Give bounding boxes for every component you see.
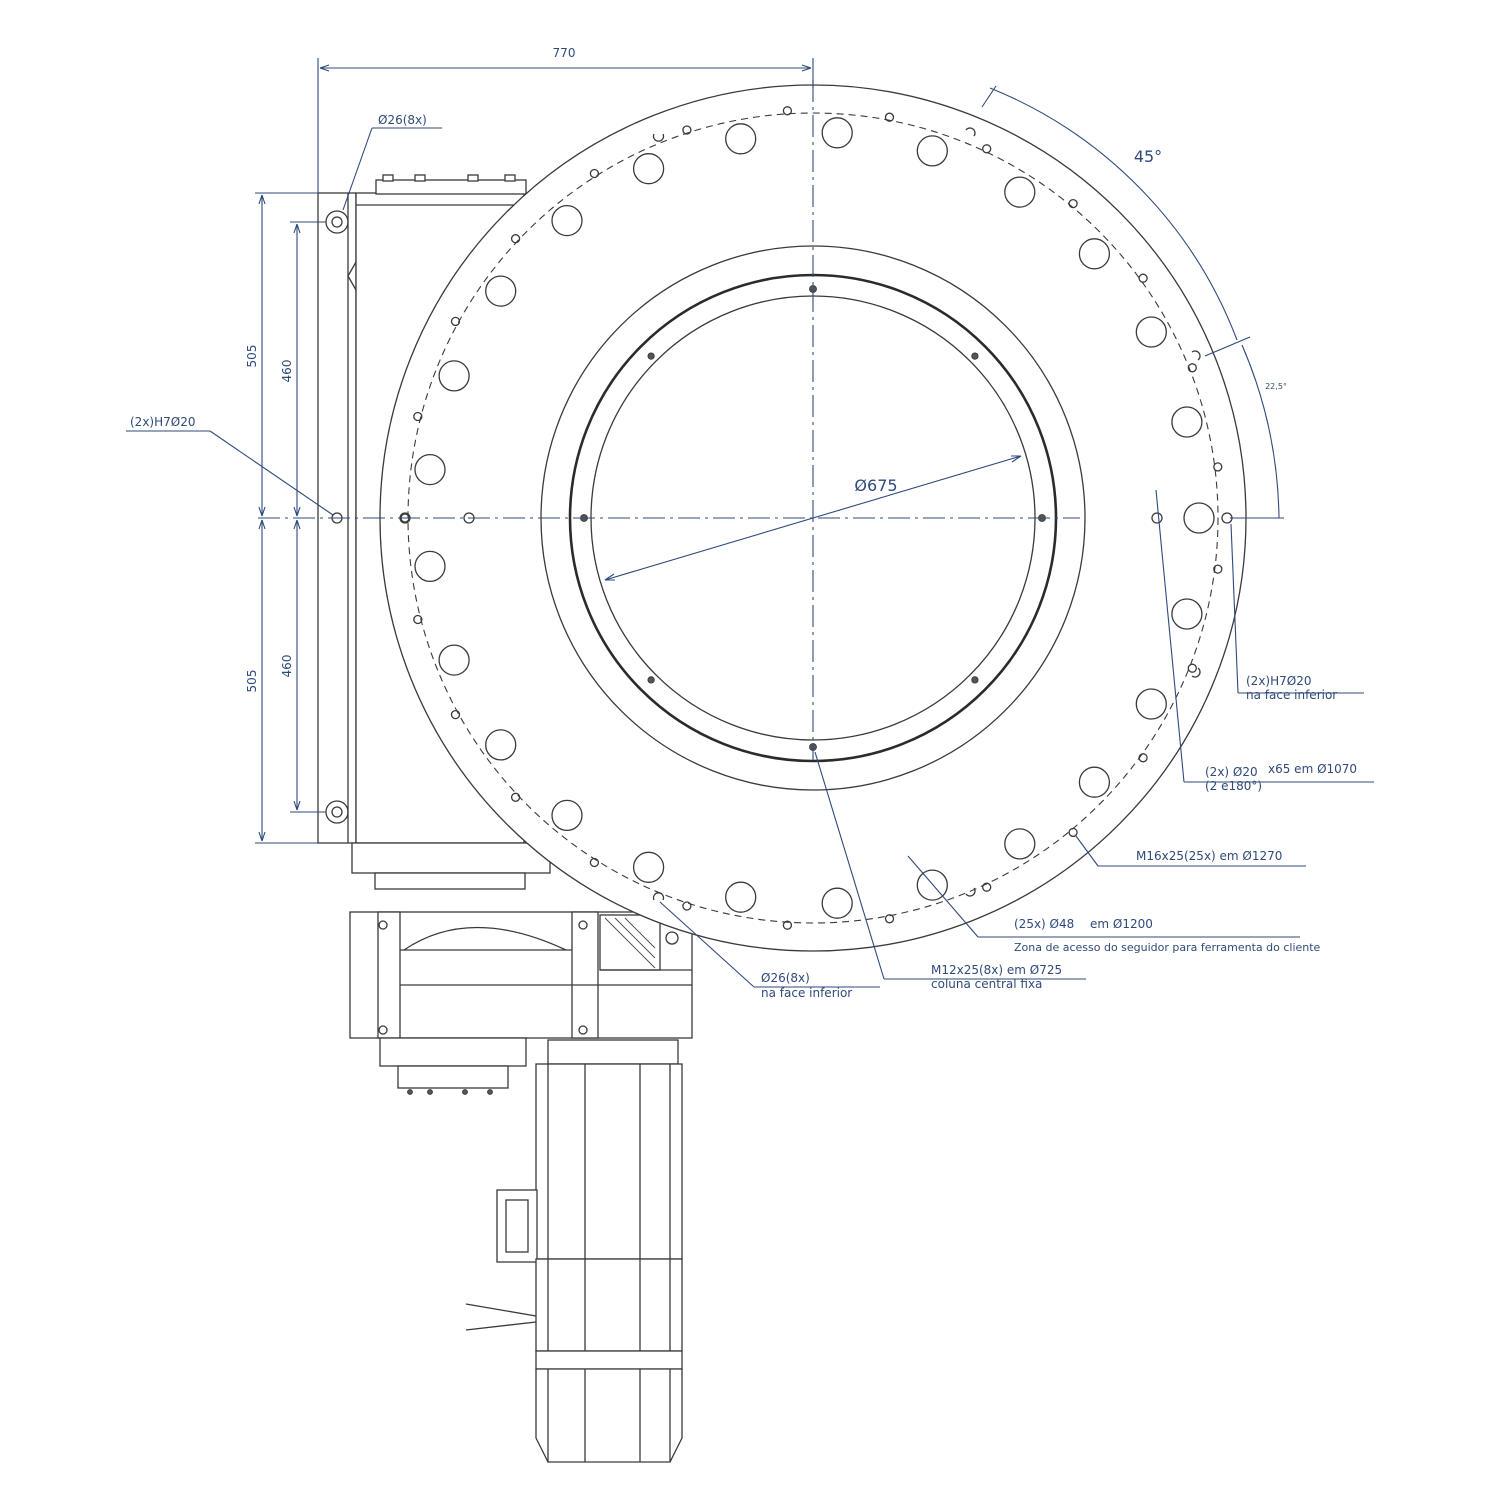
callout-holes-large-circle: em Ø1200 (1090, 917, 1153, 931)
threaded-hole (510, 234, 521, 244)
threaded-hole (982, 882, 992, 892)
large-hole (725, 881, 757, 913)
callout-holes-large: (25x) Ø48 (1014, 917, 1074, 931)
motor (465, 1039, 683, 1463)
callout-pin-right-1: (2x)H7Ø20 (1246, 674, 1311, 688)
large-hole (414, 453, 446, 486)
callout-pin-right-2: na face inferior (1246, 688, 1337, 702)
inner-threaded-hole (971, 676, 979, 684)
threaded-hole (413, 411, 423, 422)
large-hole (1171, 406, 1203, 438)
inner-holes (647, 352, 979, 684)
threaded-hole (1187, 363, 1197, 373)
threaded-hole (1213, 564, 1223, 574)
large-hole (632, 851, 665, 883)
inner-threaded-hole (647, 676, 655, 684)
large-hole (916, 135, 948, 167)
callout-thread-center-1: M12x25(8x) em Ø725 (931, 963, 1062, 977)
threaded-hole (450, 709, 461, 720)
large-hole (821, 117, 853, 149)
threaded-hole (1068, 198, 1078, 209)
dim-width-top: 770 (553, 46, 576, 60)
callout-mount-holes-bottom-2: na face inferior (761, 986, 852, 1000)
threaded-hole (682, 901, 692, 911)
gearbox (349, 842, 693, 1095)
threaded-hole (413, 614, 423, 625)
large-hole (1004, 176, 1036, 208)
threaded-hole (982, 144, 992, 154)
callout-access-zone: Zona de acesso do seguidor para ferramen… (1014, 941, 1321, 954)
callout-bolt-circle-inner: x65 em Ø1070 (1268, 762, 1357, 776)
callout-pin-mid-1: (2x) Ø20 (1205, 765, 1258, 779)
threaded-hole (782, 920, 793, 930)
callout-thread-center-2: coluna central fixa (931, 977, 1042, 991)
dim-bore-diameter: Ø675 (854, 476, 897, 495)
large-hole (1135, 688, 1167, 720)
dim-height-lower-inner: 460 (280, 655, 294, 678)
callout-pin-left: (2x)H7Ø20 (130, 415, 195, 429)
outer-large-holes (414, 117, 1215, 919)
large-hole (632, 153, 665, 185)
outer-small-holes (400, 106, 1223, 930)
large-hole (438, 644, 470, 676)
threaded-hole (884, 112, 895, 122)
dimensions: 770 505 505 460 460 Ø675 45° 22,5° (245, 46, 1287, 844)
threaded-hole (1213, 462, 1223, 472)
callout-mount-holes-bottom-1: Ø26(8x) (761, 971, 810, 985)
dim-height-upper-inner: 460 (280, 360, 294, 383)
large-hole (821, 887, 853, 919)
threaded-hole (1068, 827, 1078, 838)
threaded-hole (1138, 273, 1148, 283)
inner-threaded-hole (971, 352, 979, 360)
callout-mount-holes-top: Ø26(8x) (378, 113, 427, 127)
large-hole (414, 550, 446, 583)
callout-thread-outer: M16x25(25x) em Ø1270 (1136, 849, 1282, 863)
large-hole (1135, 316, 1167, 348)
dim-angle-small: 22,5° (1265, 382, 1287, 391)
center-lines (258, 80, 1080, 760)
threaded-hole (884, 914, 895, 924)
large-hole (551, 799, 583, 832)
dim-angle-main: 45° (1134, 147, 1162, 166)
threaded-hole (1187, 663, 1197, 673)
large-hole (1004, 828, 1036, 860)
threaded-hole (510, 792, 521, 802)
threaded-hole (589, 168, 600, 179)
callout-pin-mid-2: (2 e180°) (1205, 779, 1262, 793)
threaded-hole (1138, 753, 1148, 763)
dim-height-lower-outer: 505 (245, 670, 259, 693)
large-hole (1078, 238, 1111, 270)
large-hole (1171, 598, 1203, 630)
threaded-hole (782, 106, 793, 116)
large-hole (485, 275, 517, 307)
large-hole (485, 729, 517, 761)
threaded-hole (682, 125, 692, 135)
callouts: Ø26(8x) (2x)H7Ø20 (2x)H7Ø20 na face infe… (126, 113, 1374, 1000)
inner-threaded-hole (647, 352, 655, 360)
threaded-hole (589, 857, 600, 868)
threaded-hole (450, 316, 461, 327)
large-hole (438, 360, 470, 392)
large-hole (551, 204, 583, 237)
large-hole (1078, 766, 1111, 798)
large-hole (725, 123, 757, 155)
dim-height-upper-outer: 505 (245, 345, 259, 368)
large-hole (916, 869, 948, 901)
large-hole (1183, 502, 1215, 534)
